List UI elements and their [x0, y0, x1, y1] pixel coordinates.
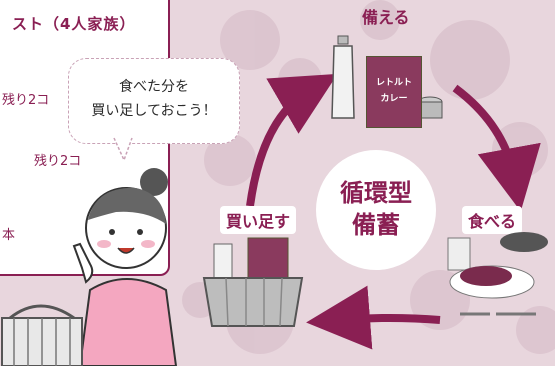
stock-items-illustration — [331, 35, 443, 119]
pouch-line-2: カレー — [380, 94, 408, 104]
speech-bubble: 食べた分を 買い足しておこう！ — [68, 58, 240, 144]
woman-illustration — [72, 168, 178, 366]
center-line-2: 備蓄 — [352, 211, 400, 239]
step-label-eat: 食べる — [462, 206, 523, 234]
shopping-basket-icon — [1, 304, 83, 366]
bubble-line-2: 買い足しておこう！ — [91, 103, 217, 119]
bubble-tail — [113, 137, 133, 162]
step-label-buy: 買い足す — [220, 206, 297, 234]
step-label-prepare: 備える — [362, 8, 410, 27]
restock-basket-illustration — [202, 237, 304, 327]
checklist-row: 残り2コ — [34, 154, 82, 169]
center-line-1: 循環型 — [340, 179, 412, 207]
checklist-row: 本 — [2, 228, 16, 243]
bubble-line-1: 食べた分を — [119, 79, 189, 95]
checklist-row: 残り2コ — [2, 93, 50, 108]
pouch-line-1: レトルト — [375, 78, 412, 88]
retort-curry-pouch: レトルト カレー — [366, 56, 422, 128]
meal-illustration — [447, 232, 548, 316]
checklist-title: スト（4人家族） — [12, 15, 136, 33]
center-circle: 循環型 備蓄 — [316, 150, 436, 270]
